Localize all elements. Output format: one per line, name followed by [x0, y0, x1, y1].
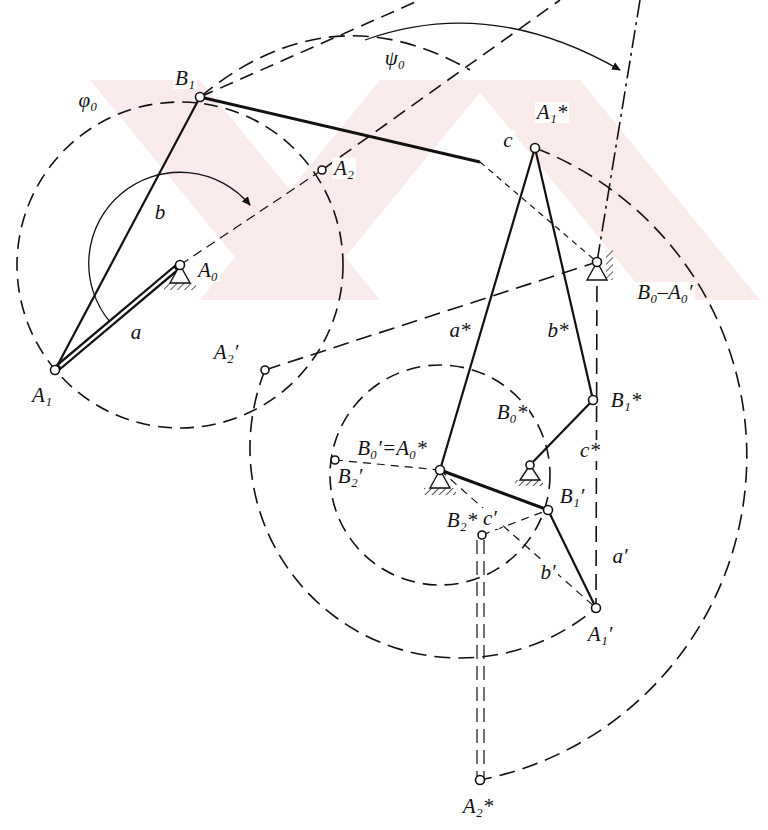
joint-label: B₁	[173, 68, 197, 89]
joint-label: B₂*	[445, 510, 480, 531]
joint-label: A₁	[30, 385, 54, 406]
angle-label: φ₀	[77, 90, 100, 111]
link-label: c	[501, 130, 514, 151]
joint-label: B₀′=A₀*	[355, 438, 429, 459]
joint-label: B₁′	[558, 486, 587, 507]
joint-label: A₁*	[535, 102, 570, 123]
joint-label: B₀*	[495, 402, 530, 423]
joint-label: A₀	[196, 260, 220, 281]
link-label: b′	[538, 562, 557, 583]
link-label: c*	[578, 440, 602, 461]
link-label: b	[153, 202, 168, 223]
link-label: a*	[448, 320, 473, 341]
joint-label: A₂	[332, 158, 356, 179]
joint-label: A₁′	[586, 624, 615, 645]
link-label: b*	[546, 320, 571, 341]
joint-label: B₁*	[609, 390, 644, 411]
link-label: a′	[610, 546, 629, 567]
joint-label: B₂′	[336, 466, 365, 487]
link-label: c′	[481, 508, 499, 529]
joint-label: A₂′	[212, 342, 241, 363]
link-label: a	[129, 322, 144, 343]
joint-label: B₀–A₀′	[635, 282, 694, 303]
angle-label: ψ₀	[383, 48, 407, 69]
joint-label: A₂*	[461, 796, 496, 817]
